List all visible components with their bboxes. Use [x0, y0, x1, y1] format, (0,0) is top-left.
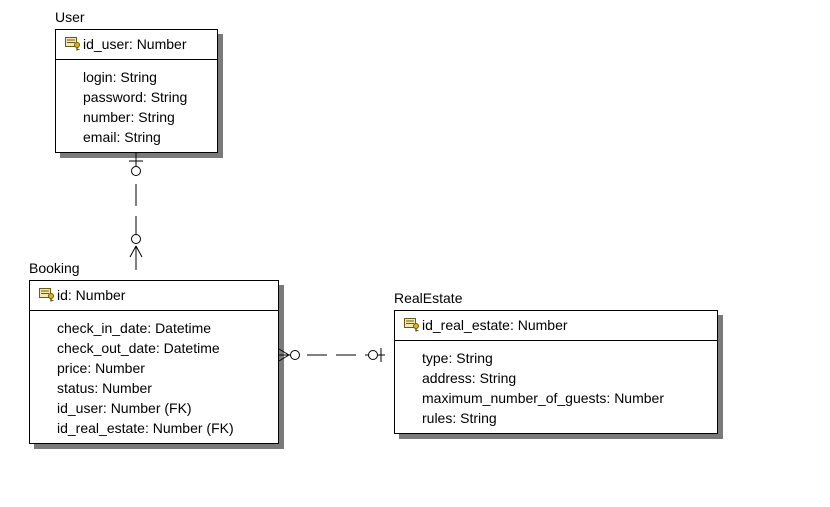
attribute: price: Number: [57, 360, 145, 376]
attribute: check_out_date: Datetime: [57, 340, 220, 356]
cardinality-zero-mark: [290, 350, 300, 360]
attribute: number: String: [83, 109, 175, 125]
attribute: address: String: [422, 370, 517, 386]
attribute: id_real_estate: Number (FK): [57, 420, 234, 436]
attribute: rules: String: [422, 410, 497, 426]
entity-booking[interactable]: id: Number check_in_date: Datetime check…: [29, 280, 279, 444]
relationship-user-booking[interactable]: [129, 152, 143, 280]
entity-title-booking: Booking: [29, 260, 80, 276]
entity-title-user: User: [55, 9, 85, 25]
primary-key-label: id_user: Number: [83, 36, 187, 52]
attribute: type: String: [422, 350, 493, 366]
primary-key-label: id_real_estate: Number: [422, 317, 568, 333]
cardinality-zero-mark: [368, 350, 378, 360]
primary-key-label: id: Number: [57, 287, 126, 303]
entity-title-realestate: RealEstate: [394, 290, 463, 306]
primary-key-row: id_real_estate: Number: [395, 311, 717, 341]
attribute: password: String: [83, 89, 188, 105]
relationship-realestate-booking[interactable]: [278, 348, 394, 362]
key-icon: [65, 37, 80, 51]
cardinality-many-mark: [278, 348, 290, 362]
cardinality-many-mark: [129, 245, 143, 258]
key-icon: [39, 288, 54, 302]
cardinality-zero-mark: [131, 166, 141, 176]
entity-realestate[interactable]: id_real_estate: Number type: String addr…: [394, 310, 718, 434]
attribute: check_in_date: Datetime: [57, 320, 212, 336]
attribute: maximum_number_of_guests: Number: [422, 390, 664, 406]
primary-key-row: id: Number: [30, 281, 278, 311]
cardinality-zero-mark: [131, 234, 141, 244]
attribute: email: String: [83, 129, 161, 145]
attribute: id_user: Number (FK): [57, 400, 192, 416]
key-icon: [404, 318, 419, 332]
entity-user[interactable]: id_user: Number login: String password: …: [55, 29, 218, 153]
attribute: login: String: [83, 69, 157, 85]
attribute: status: Number: [57, 380, 152, 396]
primary-key-row: id_user: Number: [56, 30, 217, 60]
